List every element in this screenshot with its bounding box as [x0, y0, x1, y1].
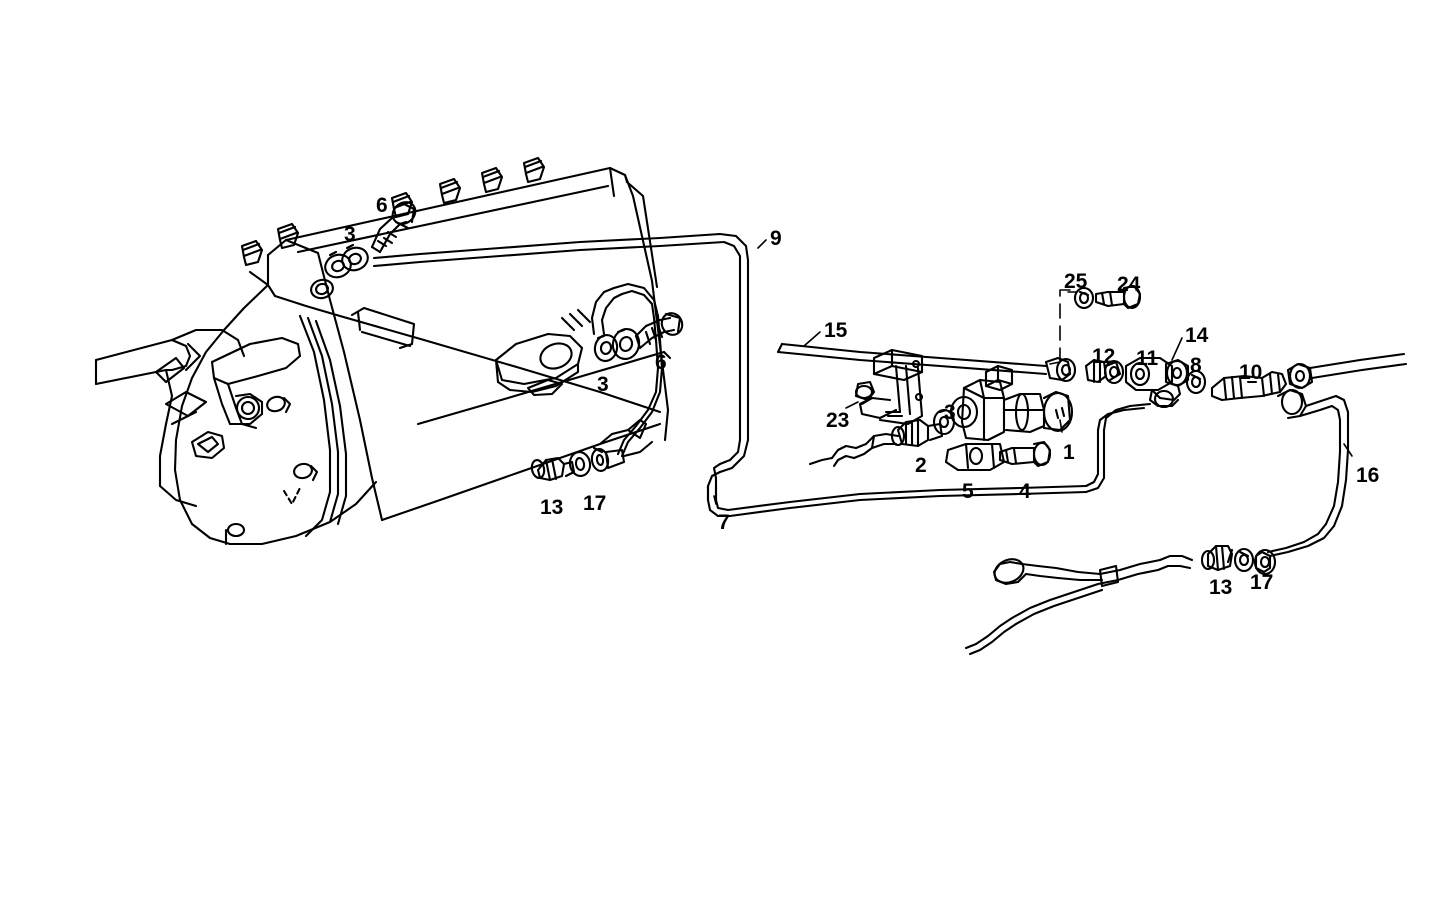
callout-12: 12	[1092, 345, 1116, 368]
washer-17-right	[1233, 547, 1255, 573]
washer-17-left	[568, 451, 592, 477]
pipe-end-left	[590, 440, 654, 472]
pipe-15	[776, 342, 1077, 383]
callout-17-right: 17	[1250, 571, 1274, 594]
flexible-hose	[964, 554, 1194, 656]
callout-9: 9	[770, 227, 782, 250]
callout-17-left: 17	[583, 492, 607, 515]
callout-6-top: 6	[376, 194, 388, 217]
callout-13-right: 13	[1209, 576, 1233, 599]
callout-3-top: 3	[344, 223, 356, 246]
joint-top-left	[324, 201, 417, 279]
connector-10	[1210, 370, 1288, 402]
callout-3-side: 3	[597, 373, 609, 396]
union-12	[1084, 358, 1125, 385]
callout-13-left: 13	[540, 496, 564, 519]
washer-25	[1073, 286, 1095, 310]
plug-13-right	[1200, 544, 1234, 572]
union-right-upper	[1286, 352, 1408, 390]
bracket-23	[854, 348, 924, 426]
pipe-7	[590, 282, 1152, 518]
callout-23: 23	[826, 409, 850, 432]
washer-8	[1185, 369, 1207, 395]
plug-13-left	[530, 456, 576, 482]
hose-to-bracket	[808, 432, 900, 468]
clamp-5	[944, 442, 1006, 472]
callout-10: 10	[1239, 361, 1263, 384]
transmission-housing	[94, 156, 672, 546]
callout-2: 2	[915, 454, 927, 477]
callout-6-side: 6	[655, 351, 667, 374]
callout-3-valve: 3	[944, 401, 956, 424]
callout-16: 16	[1356, 464, 1380, 487]
block-11	[1124, 356, 1190, 409]
bolt-4	[998, 440, 1052, 468]
callout-5: 5	[962, 480, 974, 503]
callout-1: 1	[1063, 441, 1075, 464]
pipe-9	[372, 232, 750, 502]
callout-4: 4	[1019, 480, 1031, 503]
callout-15: 15	[824, 319, 848, 342]
pipe-16	[1253, 388, 1350, 576]
leader-lines	[713, 239, 1353, 505]
valve-1	[949, 364, 1074, 442]
callout-24: 24	[1117, 273, 1141, 296]
callout-11: 11	[1136, 347, 1159, 370]
callout-14: 14	[1185, 324, 1209, 347]
bolt-24	[1094, 284, 1142, 310]
joint-side	[593, 312, 684, 362]
callout-25: 25	[1064, 270, 1088, 293]
callout-8: 8	[1190, 354, 1202, 377]
deck-studs	[240, 156, 546, 267]
callout-7: 7	[718, 511, 730, 534]
